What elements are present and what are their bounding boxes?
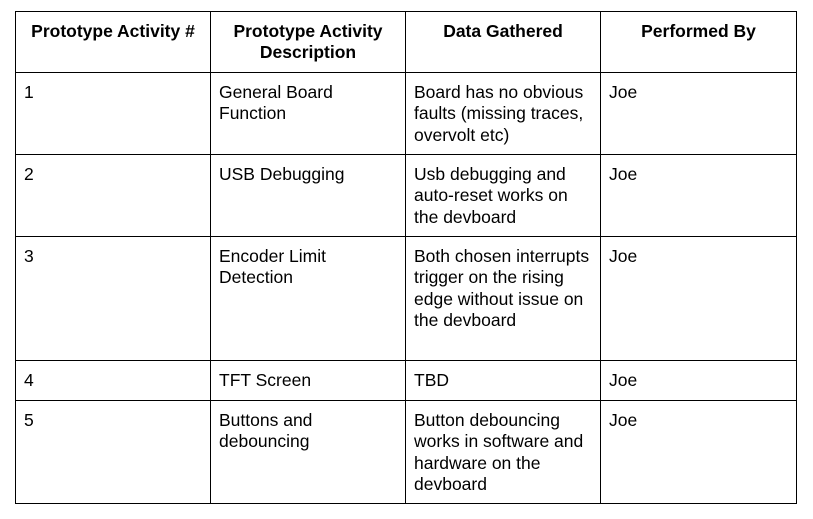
table-row: 4 TFT Screen TBD Joe — [15, 360, 797, 401]
cell-performed-by: Joe — [600, 72, 797, 155]
cell-performed-by: Joe — [600, 399, 797, 505]
cell-data-gathered: Board has no obvious faults (missing tra… — [405, 72, 601, 155]
cell-activity-number: 4 — [15, 360, 211, 401]
cell-data-gathered: TBD — [405, 360, 601, 401]
cell-data-gathered: Usb debugging and auto-reset works on th… — [405, 154, 601, 237]
cell-data-gathered: Both chosen interrupts trigger on the ri… — [405, 236, 601, 361]
cell-performed-by: Joe — [600, 154, 797, 237]
header-activity-number: Prototype Activity # — [15, 11, 211, 73]
cell-activity-description: USB Debugging — [210, 154, 406, 237]
cell-activity-number: 2 — [15, 154, 211, 237]
header-data-gathered: Data Gathered — [405, 11, 601, 73]
cell-activity-description: General Board Function — [210, 72, 406, 155]
table-row: 2 USB Debugging Usb debugging and auto-r… — [15, 154, 797, 237]
header-performed-by: Performed By — [600, 11, 797, 73]
cell-activity-number: 3 — [15, 236, 211, 361]
prototype-activity-table: Prototype Activity # Prototype Activity … — [15, 11, 797, 505]
table-row: 5 Buttons and debouncing Button debounci… — [15, 399, 797, 505]
table-row: 3 Encoder Limit Detection Both chosen in… — [15, 236, 797, 361]
cell-performed-by: Joe — [600, 236, 797, 361]
cell-activity-description: Encoder Limit Detection — [210, 236, 406, 361]
header-activity-description: Prototype Activity Description — [210, 11, 406, 73]
cell-activity-number: 1 — [15, 72, 211, 155]
table-header-row: Prototype Activity # Prototype Activity … — [15, 11, 797, 73]
table-row: 1 General Board Function Board has no ob… — [15, 72, 797, 155]
cell-activity-description: TFT Screen — [210, 360, 406, 401]
cell-activity-number: 5 — [15, 399, 211, 505]
cell-data-gathered: Button debouncing works in software and … — [405, 399, 601, 505]
cell-activity-description: Buttons and debouncing — [210, 399, 406, 505]
cell-performed-by: Joe — [600, 360, 797, 401]
